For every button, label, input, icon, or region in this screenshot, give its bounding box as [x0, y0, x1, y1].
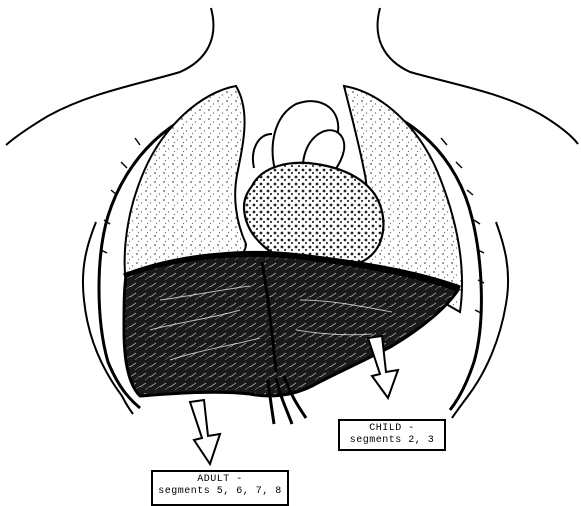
adult-callout-segments: segments 5, 6, 7, 8: [153, 486, 287, 498]
liver: [124, 255, 458, 396]
adult-callout: ADULT - segments 5, 6, 7, 8: [151, 470, 289, 506]
child-callout-segments: segments 2, 3: [340, 435, 444, 447]
down-arrow-icon: [190, 400, 220, 464]
child-callout-title: CHILD -: [340, 423, 444, 435]
adult-callout-title: ADULT -: [153, 474, 287, 486]
child-callout: CHILD - segments 2, 3: [338, 419, 446, 451]
